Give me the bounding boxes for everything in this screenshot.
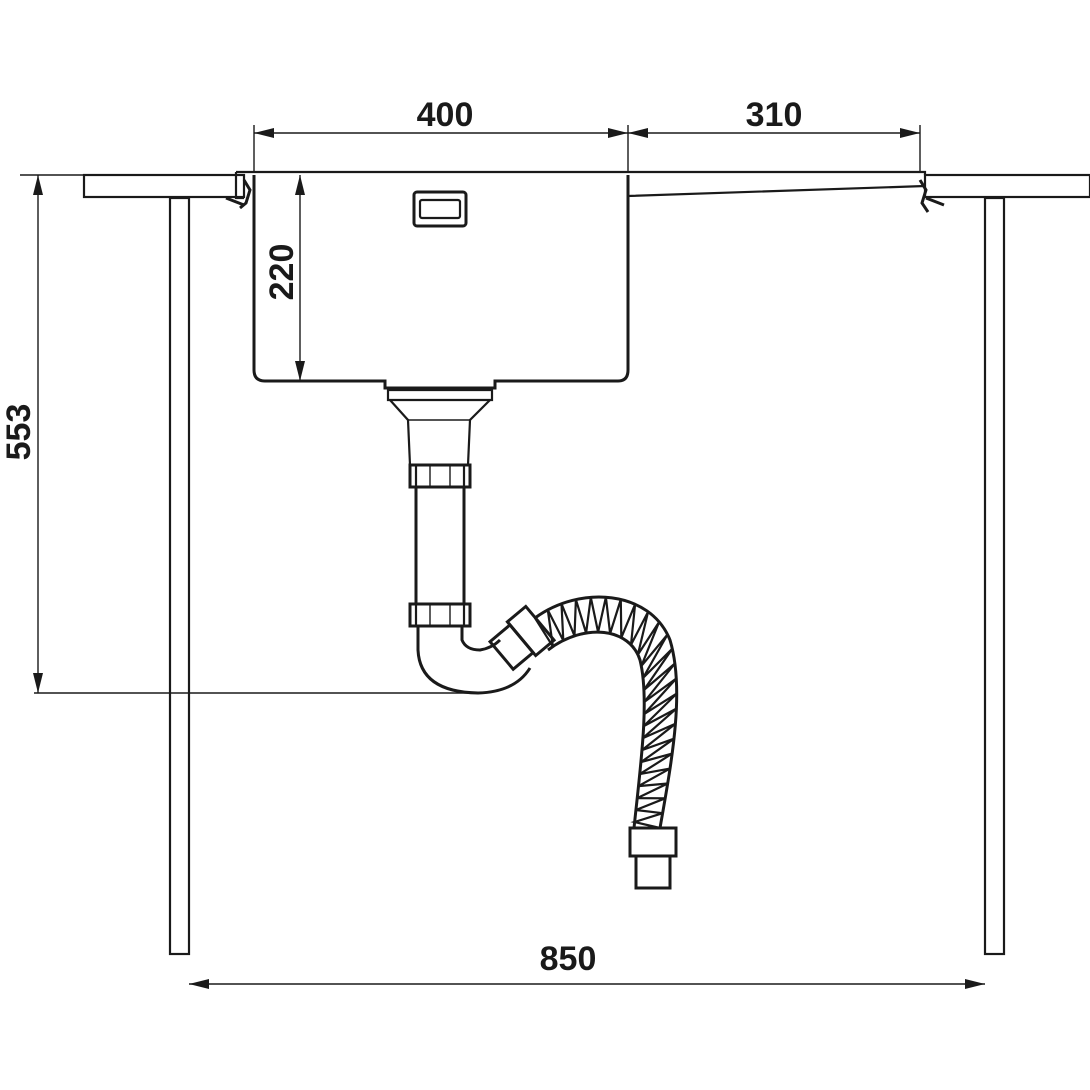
countertop-left <box>82 173 246 199</box>
cabinet-walls <box>168 196 1006 956</box>
hose-corrugation <box>534 597 678 830</box>
cabinet-wall-left <box>168 196 191 956</box>
trap-u-bend-inner <box>460 626 502 652</box>
dimension-trap-height: 553 <box>0 174 478 694</box>
hose-end-pipe <box>634 854 672 890</box>
elbow-coupling <box>487 604 557 672</box>
mounting-clip-left <box>225 179 252 210</box>
dimension-bowl-width: 400 <box>253 96 629 172</box>
dimension-label-553: 553 <box>0 404 38 461</box>
flexible-hose <box>534 595 679 890</box>
drain-trap <box>386 388 557 695</box>
sink-bowl <box>252 175 630 390</box>
drainer-surface <box>626 184 926 198</box>
dimension-label-220: 220 <box>263 244 301 301</box>
trap-u-bend <box>416 626 532 695</box>
countertop-right <box>923 173 1090 199</box>
cabinet-wall-right <box>983 196 1006 956</box>
sink-body <box>225 170 945 390</box>
dimension-bowl-depth: 220 <box>263 175 305 381</box>
dimension-label-850: 850 <box>540 940 597 978</box>
dimension-label-310: 310 <box>746 96 803 134</box>
dimension-drainer-width: 310 <box>628 96 921 172</box>
dimension-cabinet-width: 850 <box>189 940 985 989</box>
upper-coupling-nut <box>408 463 472 489</box>
overflow-slot-inner <box>418 198 462 220</box>
drain-funnel <box>389 399 491 467</box>
hose-outline-outer <box>534 595 679 829</box>
lower-coupling-nut <box>408 602 472 628</box>
rim-edge-left <box>234 172 244 200</box>
sink-rim-top <box>236 170 927 175</box>
mounting-clip-right <box>918 179 945 213</box>
overflow-slot-outer <box>412 190 468 228</box>
drain-flange <box>386 388 494 402</box>
dimension-label-400: 400 <box>417 96 474 134</box>
hose-end-collar <box>628 826 678 858</box>
hose-outline-inner <box>547 630 646 829</box>
tailpiece-pipe <box>414 487 466 604</box>
